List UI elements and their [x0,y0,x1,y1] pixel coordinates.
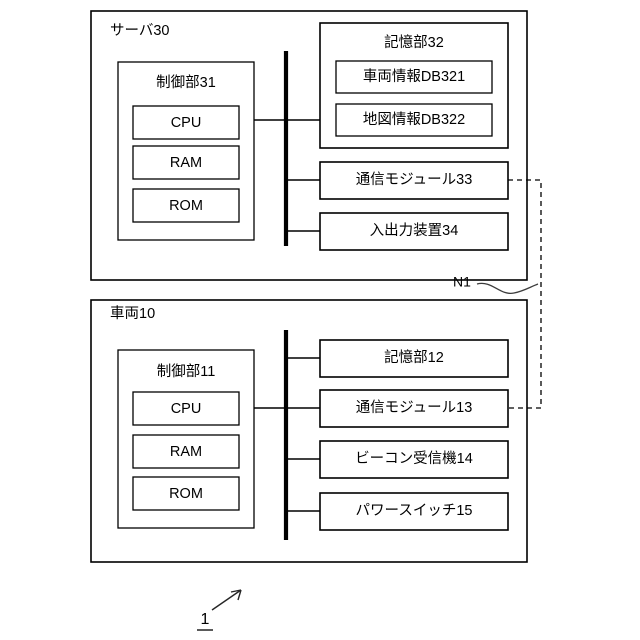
network-label: N1 [453,274,471,290]
server-map-db-box [335,103,493,137]
vehicle-cpu-box [132,391,240,426]
vehicle-rom-label: ROM [169,486,203,502]
server-io-device-label: 入出力装置34 [370,222,459,239]
figure-reference-numeral: 1 [201,611,210,628]
network-leader-line [476,282,539,294]
vehicle-cpu-label: CPU [171,401,202,417]
network-dashed-link [508,179,542,409]
server-cpu-box [132,105,240,140]
vehicle-rom-box [132,476,240,511]
vehicle-beacon-receiver-box [319,440,509,479]
server-io-device-box [319,212,509,251]
vehicle-comm-module-label: 通信モジュール13 [356,399,473,416]
vehicle-comm-module-box [319,389,509,428]
server-vehicle-db-label: 車両情報DB321 [363,68,465,85]
figure-reference-arrow-head [230,589,242,601]
vehicle-power-switch-label: パワースイッチ15 [356,502,473,519]
server-ram-box [132,145,240,180]
server-ram-label: RAM [170,155,202,171]
server-rom-box [132,188,240,223]
vehicle-control-unit-title: 制御部11 [157,363,216,380]
server-title: サーバ30 [110,23,169,39]
server-cpu-label: CPU [171,115,202,131]
vehicle-ram-label: RAM [170,444,202,460]
server-comm-module-label: 通信モジュール33 [356,171,473,188]
vehicle-ram-box [132,434,240,469]
server-rom-label: ROM [169,198,203,214]
vehicle-storage-label: 記憶部12 [384,349,444,366]
server-map-db-label: 地図情報DB322 [363,111,465,128]
server-vehicle-db-box [335,60,493,94]
server-control-unit-title: 制御部31 [156,74,216,91]
vehicle-beacon-receiver-label: ビーコン受信機14 [355,450,473,467]
vehicle-power-switch-box [319,492,509,531]
figure-reference-arrow-shaft [211,589,242,611]
vehicle-title: 車両10 [110,305,155,322]
server-storage-unit-title: 記憶部32 [384,34,444,51]
vehicle-storage-box [319,339,509,378]
